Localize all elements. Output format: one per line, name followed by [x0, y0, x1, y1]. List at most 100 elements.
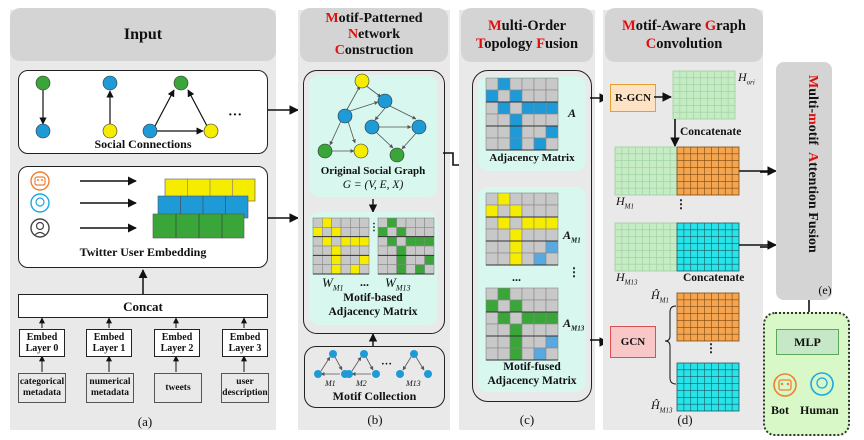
concat-box: Concat: [18, 294, 268, 318]
motif-m13: [396, 350, 432, 378]
h-m13-main: H: [616, 270, 625, 284]
embed-layer-3-l1: Embed: [229, 332, 261, 343]
motif-collection-label: Motif Collection: [332, 389, 417, 403]
concatenate-label-1: Concatenate: [680, 126, 742, 138]
panel-input-header: Input: [10, 8, 276, 61]
matrix-vdots-b: ⋮: [369, 222, 379, 233]
gcn-box: GCN: [610, 326, 656, 358]
input-3-l1: user: [236, 377, 254, 387]
ellipsis-c: ...: [512, 270, 521, 284]
grid-background: [614, 222, 678, 272]
concatenate-label-2: Concatenate: [683, 272, 745, 284]
social-ellipsis: ···: [228, 108, 243, 123]
motif-matrix-title-2: Adjacency Matrix: [328, 306, 418, 318]
human-icon: [30, 193, 50, 213]
bot-label: Bot: [771, 403, 789, 417]
label-a-m13: AM13: [563, 316, 584, 332]
panel-topology-fusion-header: Multi-Order Topology Fusion: [461, 8, 593, 62]
pair-yellow-to-blue: [102, 75, 118, 139]
bot-icon: [30, 171, 50, 191]
matrix-ellipsis-b: ...: [360, 275, 369, 289]
e-t2: m: [805, 113, 820, 125]
hdr-b-line3: Construction: [335, 43, 414, 59]
input-2-l1: tweets: [165, 382, 191, 393]
a-m1-sub: M1: [571, 236, 581, 245]
grid-background: [676, 222, 740, 272]
matrix-a: [485, 77, 559, 151]
bot-output-icon: [773, 373, 797, 397]
attention-fusion-box: [776, 62, 832, 300]
hhat-m13-sub: M13: [659, 406, 673, 415]
hhat-m1-main: Ĥ: [651, 288, 660, 302]
e-t3: otif: [805, 124, 820, 152]
grid-background: [672, 70, 736, 120]
rgcn-box: R-GCN: [610, 84, 656, 112]
hdr-b-rest1: otif-Patterned: [338, 11, 423, 26]
motif-label-m2: M2: [356, 379, 367, 388]
embed-layer-2-l1: Embed: [161, 332, 193, 343]
h-m1-main: H: [616, 194, 625, 208]
grid-h-ori: [672, 70, 736, 120]
embed-layer-1-l2: Layer 1: [92, 343, 126, 354]
human-label: Human: [800, 403, 839, 417]
embedding-green: [152, 213, 245, 239]
hdr-d-rest3: onvolution: [656, 36, 723, 52]
original-graph-label: Original Social Graph: [320, 165, 426, 177]
hdr-c-line2: Topology Fusion: [476, 35, 578, 53]
grid-background: [676, 146, 740, 196]
hdr-d-init1: M: [622, 18, 636, 34]
hdr-c-rest1: ulti-Order: [501, 18, 567, 34]
motif-m2: [345, 350, 380, 378]
hdr-c-init2: T: [475, 36, 485, 52]
grid-background: [614, 146, 678, 196]
grid-background: [676, 362, 740, 412]
input-1-l2: metadata: [91, 388, 129, 398]
w-m13-main: W: [385, 275, 396, 290]
label-w-m1: WM1: [322, 275, 344, 293]
caption-b: (b): [367, 412, 383, 427]
motif-ellipsis: ···: [381, 358, 393, 370]
panel-graph-convolution-header: Motif-Aware Graph Convolution: [605, 8, 763, 62]
hdr-d-line1: Motif-Aware Graph: [622, 17, 746, 35]
h-ori-main: H: [738, 70, 747, 84]
w-m1-sub: M1: [332, 283, 344, 293]
label-h-ori: Hori: [738, 70, 755, 86]
caption-e: (e): [818, 283, 832, 297]
fused-title-2: Adjacency Matrix: [487, 375, 577, 387]
hdr-d-init3: C: [645, 36, 657, 52]
adjacency-label: Adjacency Matrix: [489, 152, 575, 164]
hhat-m13-main: Ĥ: [651, 398, 660, 412]
vdots-d-1: ⋮: [675, 197, 687, 211]
hdr-c-rest3: usion: [545, 36, 579, 52]
attention-fusion-title: Multi-motif Attention Fusion: [804, 68, 836, 253]
embed-layer-3-l2: Layer 3: [228, 343, 262, 354]
hdr-b-line2: Network: [348, 27, 400, 43]
hdr-c-init3: F: [536, 36, 546, 52]
grid-h-m13-cyan: [676, 222, 740, 272]
caption-a: (a): [137, 414, 153, 429]
hdr-d-rest1: otif-Aware: [635, 18, 705, 34]
hdr-b-line1: Motif-Patterned: [325, 11, 422, 27]
motif-label-m13: M13: [406, 379, 421, 388]
matrix-w-m1: [312, 217, 370, 275]
hdr-c-line1: Multi-Order: [488, 17, 566, 35]
hdr-b-init3: C: [334, 43, 345, 58]
fused-title-1: Motif-fused: [503, 361, 561, 373]
e-t4: A: [805, 152, 820, 163]
hdr-b-rest3: onstruction: [344, 43, 414, 58]
h-ori-sub: ori: [746, 78, 755, 87]
social-connections-label: Social Connections: [94, 137, 192, 151]
hdr-b-rest2: etwork: [358, 27, 401, 42]
embed-layer-1-l1: Embed: [93, 332, 125, 343]
matrix-a-m1: [485, 192, 559, 266]
a-m13-sub: M13: [571, 324, 585, 333]
human-output-icon: [810, 372, 834, 396]
hdr-d-init2: G: [704, 18, 717, 34]
